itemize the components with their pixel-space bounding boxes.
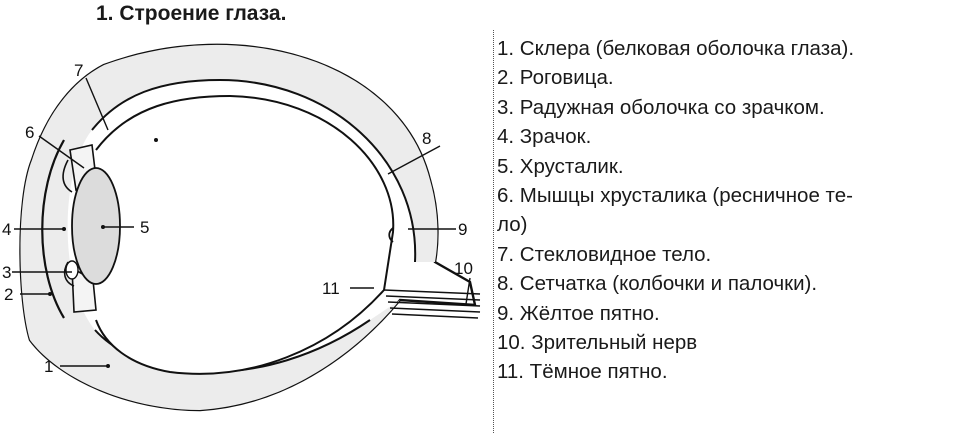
page-title: 1. Строение глаза. bbox=[96, 2, 286, 26]
legend-item: 5. Хрусталик. bbox=[497, 152, 955, 181]
legend-item: 8. Сетчатка (колбочки и палочки). bbox=[497, 269, 955, 298]
lens bbox=[72, 168, 120, 284]
legend-list: 1. Склера (белковая оболочка глаза). 2. … bbox=[497, 34, 955, 387]
label-6: 6 bbox=[25, 123, 34, 142]
eye-structure-diagram: 1 2 3 4 5 6 7 8 9 10 11 bbox=[0, 30, 492, 433]
legend-item: ло) bbox=[497, 210, 955, 239]
label-10: 10 bbox=[454, 259, 473, 278]
legend-item: 11. Тёмное пятно. bbox=[497, 357, 955, 386]
legend-item: 7. Стекловидное тело. bbox=[497, 240, 955, 269]
legend-item: 9. Жёлтое пятно. bbox=[497, 299, 955, 328]
label-4: 4 bbox=[2, 220, 11, 239]
legend-item: 1. Склера (белковая оболочка глаза). bbox=[497, 34, 955, 63]
legend-item: 3. Радужная оболочка со зрачком. bbox=[497, 93, 955, 122]
label-2: 2 bbox=[4, 285, 13, 304]
label-7: 7 bbox=[74, 61, 83, 80]
label-3: 3 bbox=[2, 263, 11, 282]
label-11: 11 bbox=[322, 279, 340, 298]
legend-item: 2. Роговица. bbox=[497, 63, 955, 92]
legend-item: 10. Зрительный нерв bbox=[497, 328, 955, 357]
iris-ring bbox=[66, 261, 78, 279]
divider-line bbox=[493, 30, 494, 433]
label-5: 5 bbox=[140, 218, 149, 237]
label-1: 1 bbox=[44, 357, 53, 376]
legend-item: 4. Зрачок. bbox=[497, 122, 955, 151]
legend-item: 6. Мышцы хрусталика (ресничное те- bbox=[497, 181, 955, 210]
label-9: 9 bbox=[458, 220, 467, 239]
label-8: 8 bbox=[422, 129, 431, 148]
